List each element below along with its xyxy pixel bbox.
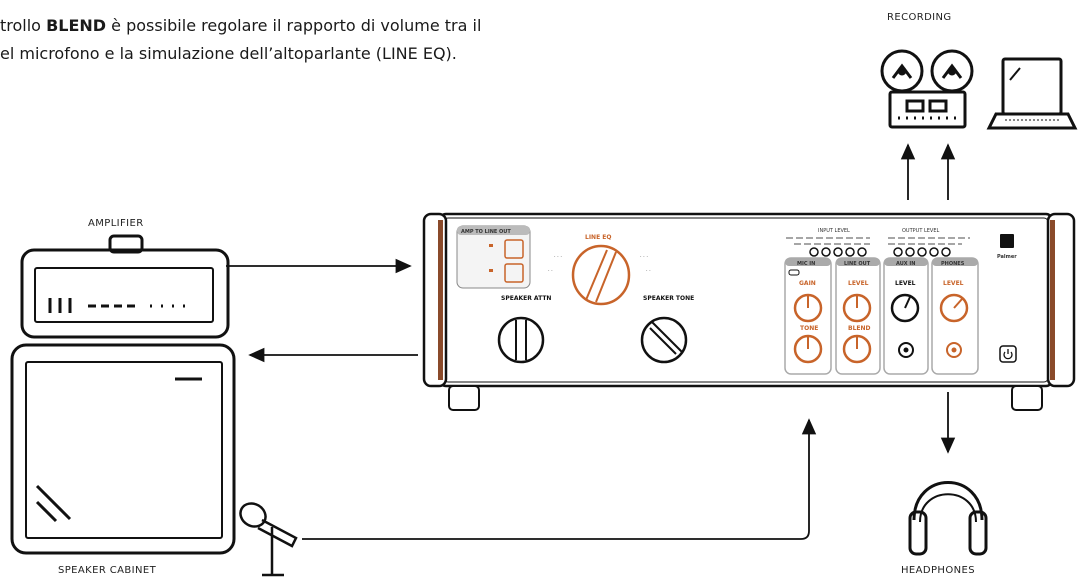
- line-out-level-label: LEVEL: [848, 280, 869, 287]
- arrow-mic-to-device: [302, 418, 817, 540]
- headphones-label: HEADPHONES: [901, 565, 975, 576]
- amplifier-label: AMPLIFIER: [88, 218, 144, 229]
- recording-label: RECORDING: [887, 12, 952, 23]
- caption-text: trollo BLEND è possibile regolare il rap…: [0, 12, 481, 68]
- microphone-icon: [239, 502, 298, 577]
- caption-line-2: el microfono e la simulazione dell’altop…: [0, 44, 457, 63]
- caption-bold-blend: BLEND: [46, 16, 107, 35]
- tape-recorder-icon: [880, 49, 974, 129]
- amp-switch-1[interactable]: [504, 239, 524, 259]
- amp-to-line-out-label: AMP TO LINE OUT: [461, 229, 511, 235]
- svg-text:· ·: · ·: [548, 268, 553, 274]
- svg-text:· · ·: · · ·: [554, 254, 562, 260]
- tone-label: TONE: [800, 325, 818, 332]
- phones-level-label: LEVEL: [943, 280, 964, 287]
- input-level-label: INPUT LEVEL: [818, 228, 850, 234]
- amplifier-icon: [20, 234, 230, 339]
- connection-arrows: [226, 143, 956, 540]
- speaker-cabinet-label: SPEAKER CABINET: [58, 565, 157, 576]
- headphones-icon: [908, 481, 988, 556]
- palmer-interface-device: AMP TO LINE OUT LINE EQ · · · · · · · · …: [422, 212, 1076, 411]
- caption-line-1: trollo BLEND è possibile regolare il rap…: [0, 16, 482, 35]
- brand-label: Palmer: [997, 254, 1017, 260]
- amp-switch-2[interactable]: [504, 263, 524, 283]
- speaker-cabinet-icon: [10, 343, 236, 555]
- svg-text:· ·: · ·: [646, 268, 651, 274]
- speaker-attn-label: SPEAKER ATTN: [501, 295, 551, 302]
- gain-label: GAIN: [799, 280, 816, 287]
- output-level-label: OUTPUT LEVEL: [902, 228, 939, 234]
- blend-label: BLEND: [848, 325, 871, 332]
- svg-text:· · ·: · · ·: [640, 254, 648, 260]
- aux-level-label: LEVEL: [895, 280, 916, 287]
- line-out-label: LINE OUT: [844, 261, 871, 267]
- speaker-tone-knob[interactable]: [640, 316, 688, 364]
- mic-in-label: MIC IN: [797, 261, 815, 267]
- laptop-icon: [986, 57, 1078, 130]
- aux-in-label: AUX IN: [896, 261, 915, 267]
- phones-label: PHONES: [941, 261, 965, 267]
- speaker-tone-label: SPEAKER TONE: [643, 295, 694, 302]
- palmer-logo: [1000, 234, 1014, 248]
- power-icon: [1003, 351, 1013, 360]
- line-eq-knob[interactable]: [571, 244, 631, 306]
- speaker-attn-knob[interactable]: [497, 316, 545, 364]
- line-eq-label: LINE EQ: [585, 234, 611, 241]
